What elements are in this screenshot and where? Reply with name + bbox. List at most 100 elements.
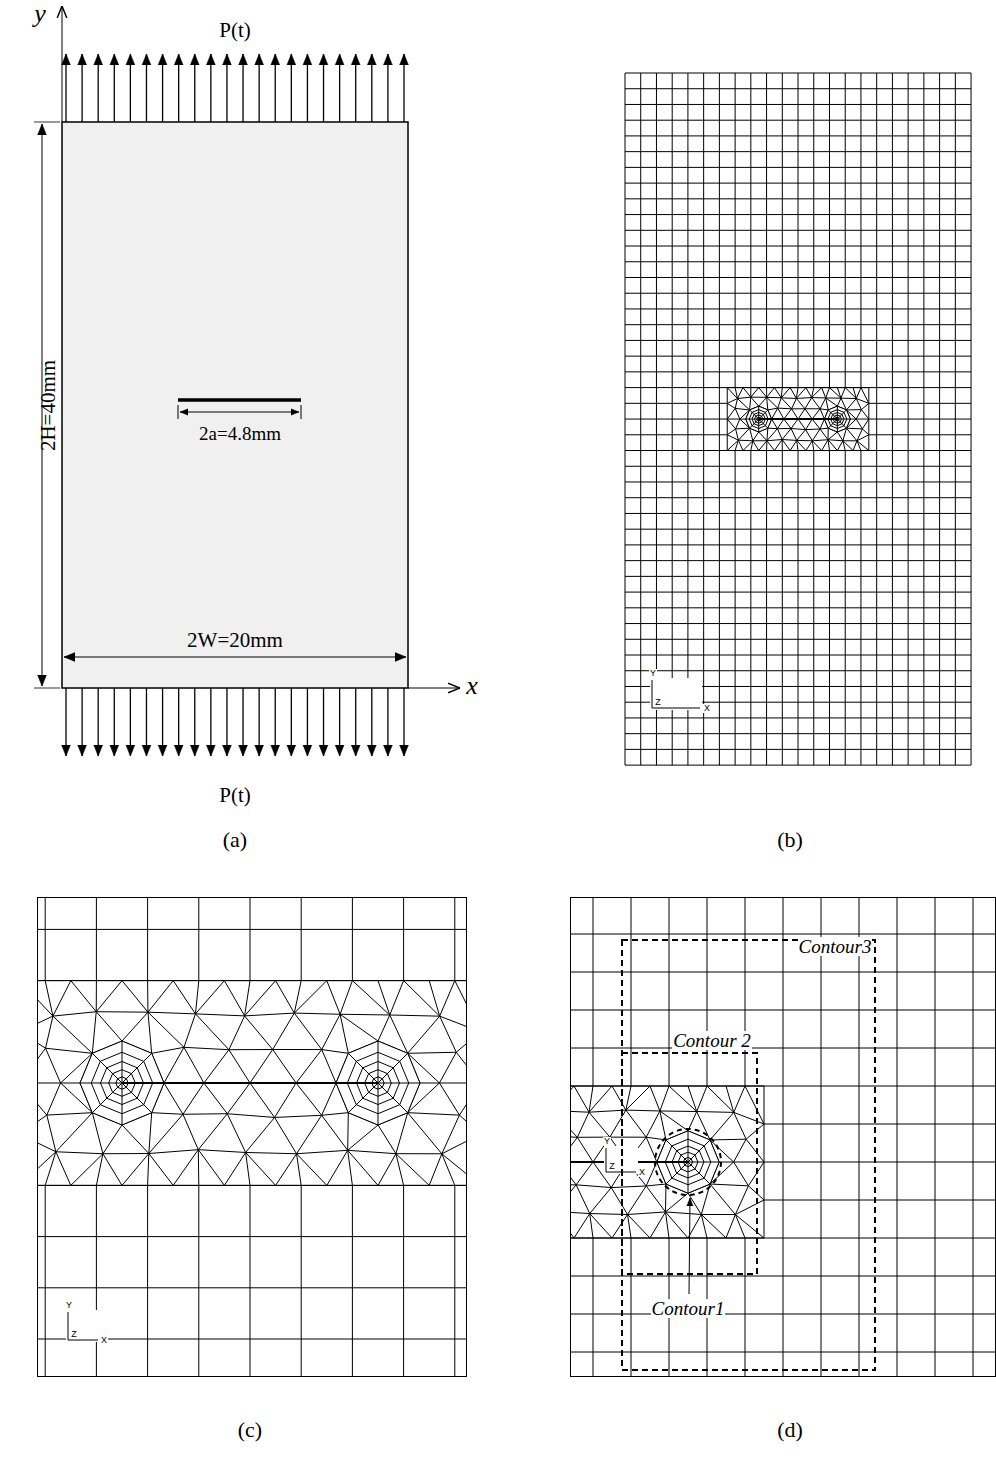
label: X (703, 704, 711, 713)
grid-element-edge (897, 897, 898, 1377)
grid-element-edge (37, 1236, 467, 1237)
rosette-spoke (92, 1083, 122, 1113)
grid-element-edge (860, 451, 861, 766)
load-arrow (81, 54, 82, 122)
grid-element-edge (735, 451, 736, 766)
grid-element-edge (352, 1185, 353, 1377)
grid-element-edge (845, 451, 846, 766)
rosette-spoke (837, 406, 838, 419)
load-arrow (81, 688, 82, 756)
grid-element-edge (672, 73, 673, 765)
extension-line (34, 122, 60, 123)
load-arrow (307, 688, 308, 756)
grid-element-edge (656, 73, 657, 765)
grid-element-edge (735, 73, 736, 388)
grid-element-edge (766, 73, 767, 388)
rosette-spoke (750, 410, 759, 419)
grid-element-edge (147, 1185, 148, 1377)
load-arrow (242, 688, 243, 756)
load-arrow (114, 688, 115, 756)
load-arrow (275, 54, 276, 122)
dimension-line (64, 657, 406, 658)
load-arrow (65, 54, 66, 122)
load-arrow (291, 54, 292, 122)
grid-element-edge (669, 897, 670, 1086)
grid-element-edge (766, 451, 767, 766)
grid-element-edge (640, 73, 641, 765)
rosette-spoke (758, 406, 759, 419)
rosette-spoke (121, 1083, 122, 1125)
grid-element-edge (750, 451, 751, 766)
rosette-spoke (828, 419, 837, 428)
grid-element-edge (37, 1287, 467, 1288)
grid-element-edge (908, 73, 909, 765)
dimension-line (180, 412, 299, 413)
crack-zoom-mesh (37, 897, 467, 1377)
rosette-spoke (759, 410, 768, 419)
triangle-elements (570, 1086, 764, 1238)
rosette-spoke (688, 1162, 710, 1184)
label: Contour1 (651, 1299, 726, 1318)
rosette-spoke (750, 419, 759, 428)
label: P(t) (219, 20, 251, 41)
grid-element-edge (745, 1238, 746, 1377)
integration-contours (622, 940, 875, 1370)
triad-axis (68, 1312, 69, 1340)
load-arrow (178, 688, 179, 756)
grid-element-edge (96, 1185, 97, 1377)
grid-element-edge (250, 897, 251, 981)
grid-element-edge (198, 897, 199, 981)
rosette-spoke (759, 419, 768, 428)
label: 2a=4.8mm (199, 424, 281, 443)
load-arrow (130, 688, 131, 756)
load-arrow (258, 688, 259, 756)
rosette-spoke (837, 419, 850, 420)
triad-axis (68, 1340, 98, 1341)
leader-arrow (689, 1198, 690, 1294)
label: (a) (223, 829, 247, 851)
load-arrow (371, 688, 372, 756)
rosette-spoke (837, 410, 846, 419)
rosette-spoke (828, 410, 837, 419)
crack (178, 398, 301, 402)
load-arrow (210, 688, 211, 756)
rosette-spoke (688, 1162, 719, 1163)
load-arrow (226, 54, 227, 122)
grid-element-edge (845, 73, 846, 388)
load-arrow (162, 688, 163, 756)
label: 2H=40mm (38, 359, 59, 450)
load-arrow (242, 54, 243, 122)
load-arrow (146, 54, 147, 122)
panel-frame (571, 898, 996, 1377)
grid-element-edge (45, 1185, 46, 1377)
load-arrow (178, 54, 179, 122)
label: x (466, 673, 478, 699)
load-arrow (323, 688, 324, 756)
grid-element-edge (859, 897, 860, 1377)
rosette-spoke (80, 1083, 122, 1084)
grid-element-edge (403, 897, 404, 981)
rosette-spoke (688, 1140, 710, 1162)
load-arrow (194, 54, 195, 122)
axis-triads (66, 678, 702, 1342)
rosette-spoke (348, 1083, 378, 1113)
grid-element-edge (782, 451, 783, 766)
rosette-spoke (666, 1140, 688, 1162)
load-arrow (403, 54, 404, 122)
rosette-spoke (378, 1041, 379, 1083)
crack (759, 418, 838, 420)
rosette-spoke (122, 1053, 152, 1083)
tip-zoom-mesh (570, 897, 996, 1377)
contour-rect (622, 940, 875, 1370)
rosette-spoke (666, 1162, 688, 1184)
load-arrow (291, 688, 292, 756)
triad-ground (650, 678, 702, 710)
label: 2W=20mm (187, 630, 283, 651)
extension-line (34, 688, 60, 689)
triad-axis (606, 1148, 607, 1172)
grid-element-edge (96, 897, 97, 981)
extension-line (301, 405, 302, 419)
grid-element-edge (198, 1185, 199, 1377)
label: Contour 2 (672, 1031, 752, 1050)
